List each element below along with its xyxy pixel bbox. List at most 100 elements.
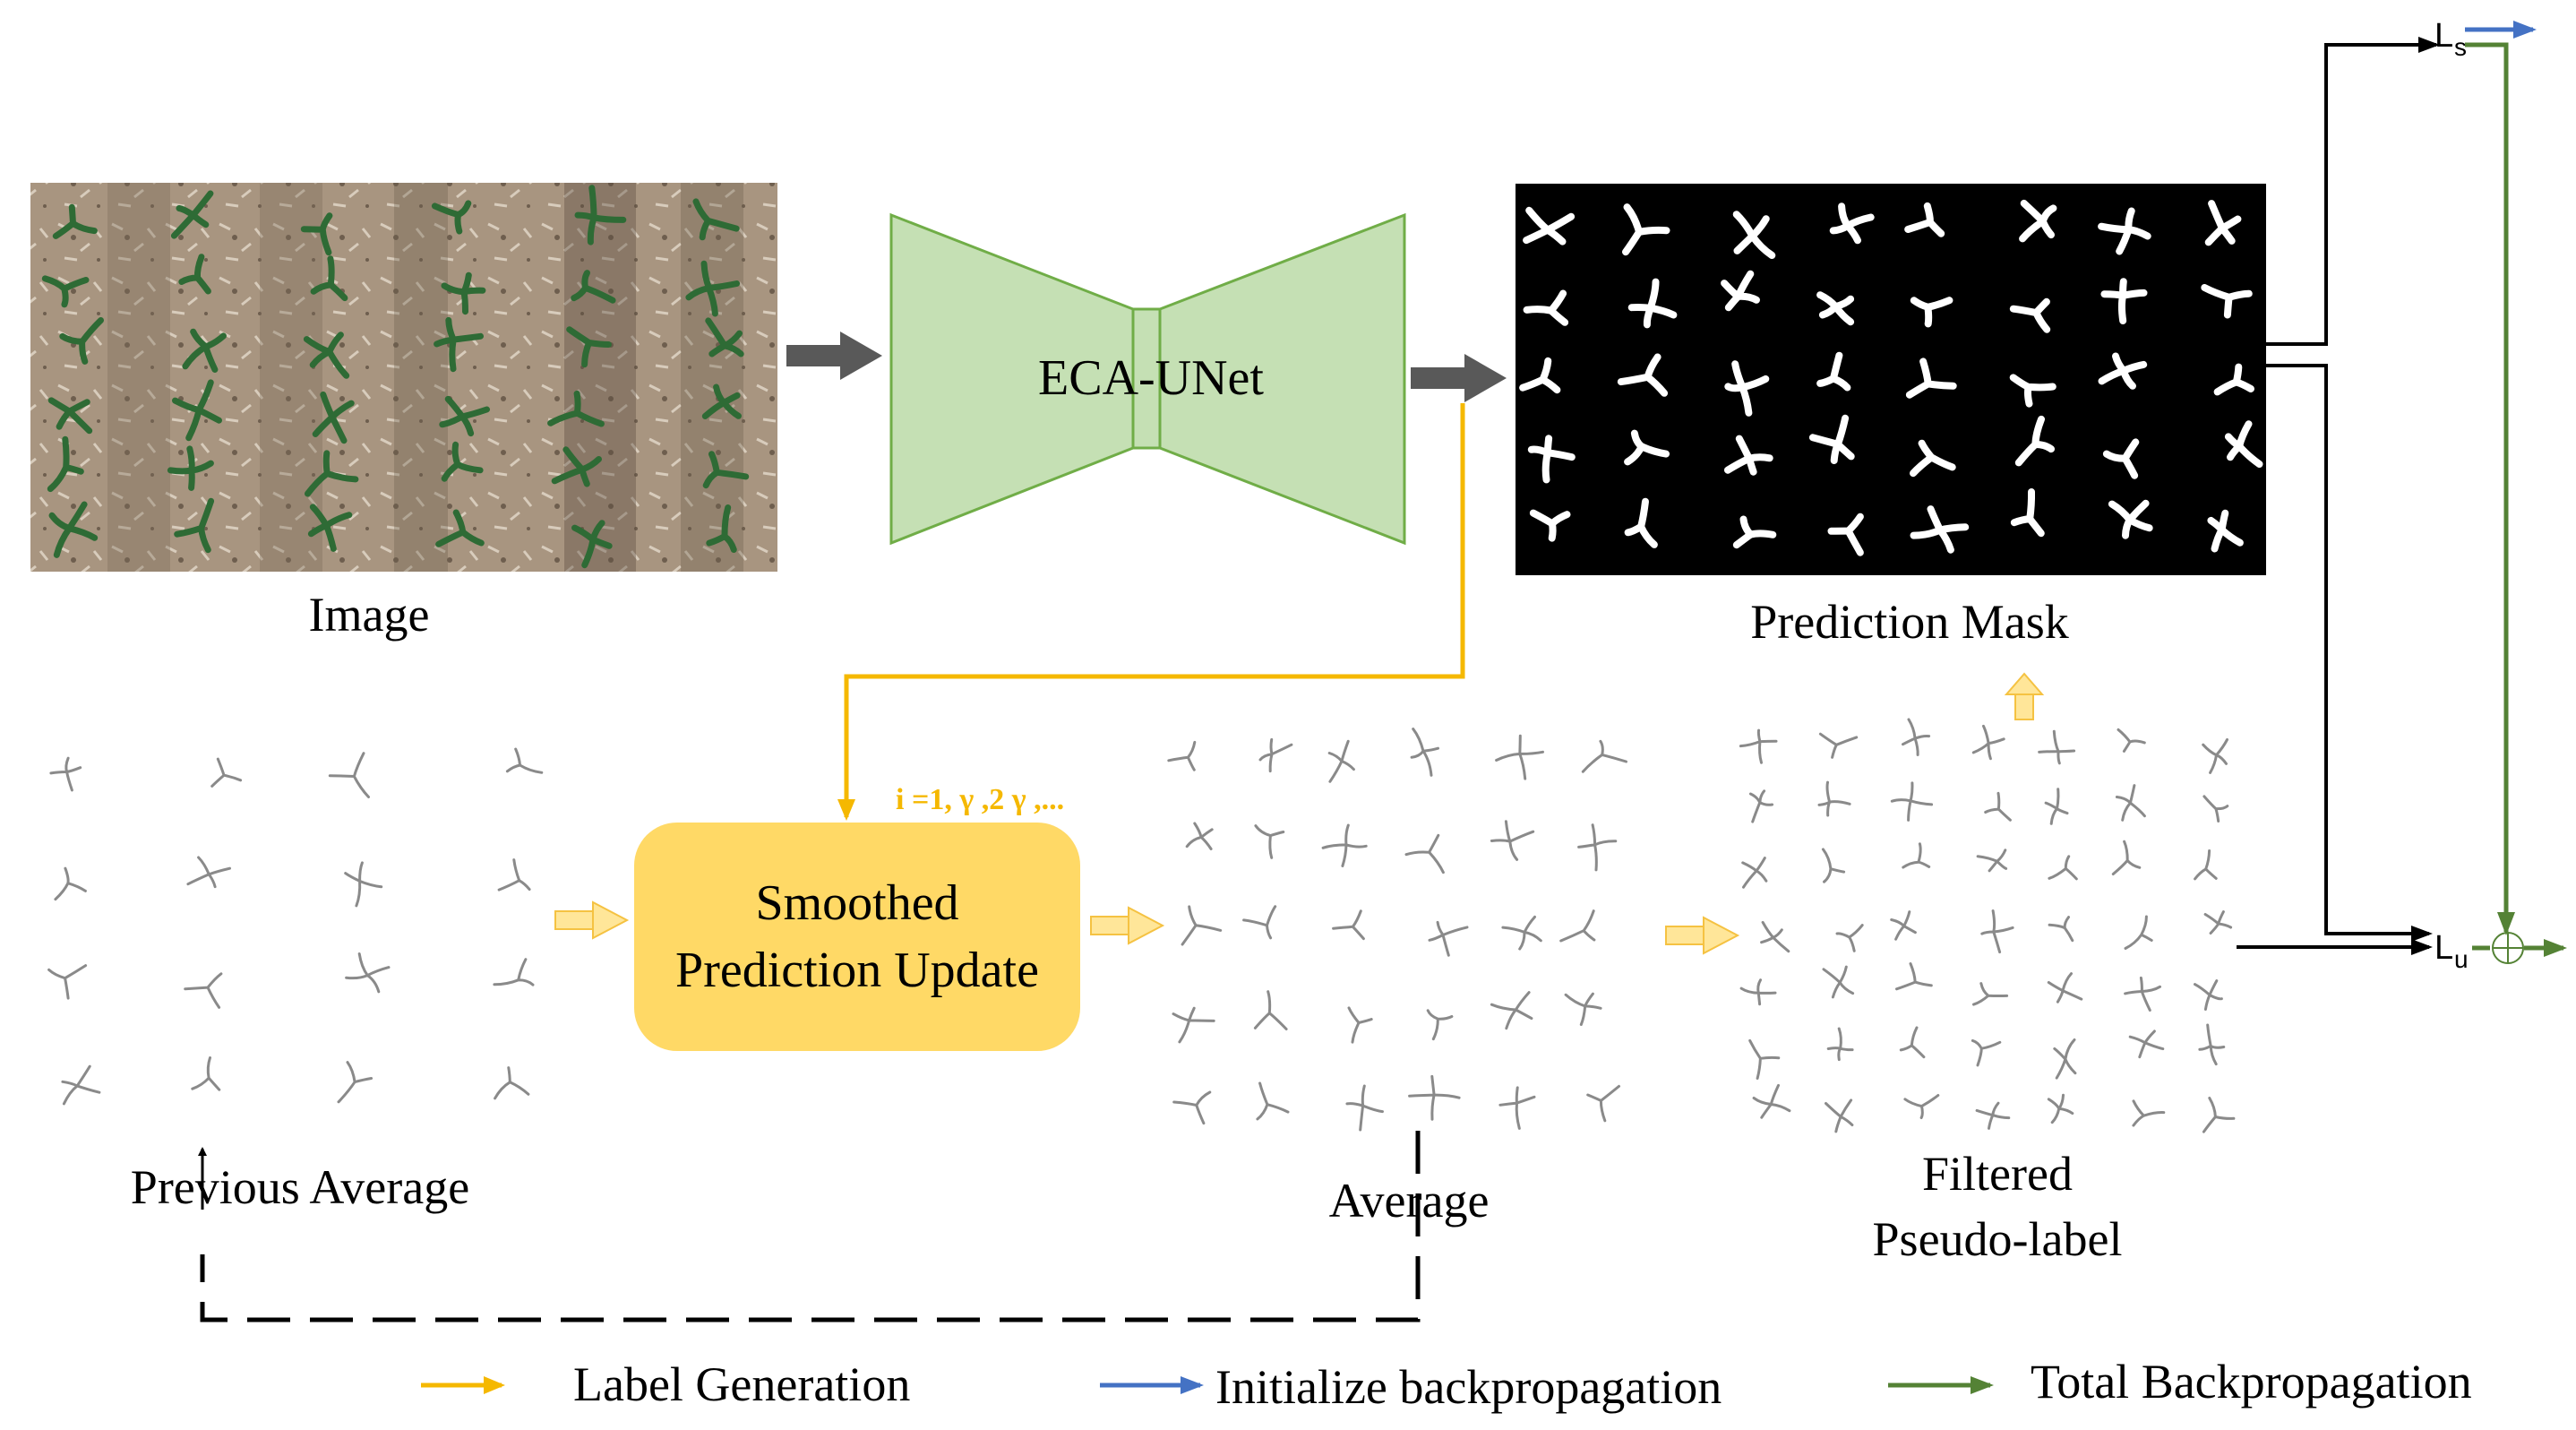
crop-plant-icon (431, 200, 472, 235)
filtered-plant-icon (2202, 1097, 2236, 1133)
average-plant-icon (54, 866, 87, 901)
filtered-plant-icon (2111, 840, 2142, 875)
legend-item-initialize-backprop: Initialize backpropagation (1100, 1360, 1722, 1414)
filtered-plant-icon (2198, 1023, 2226, 1066)
average-plant-icon (184, 972, 223, 1009)
crop-plant-icon (303, 332, 350, 379)
filtered-plant-icon (2202, 795, 2229, 823)
average-plant-icon (1408, 1074, 1461, 1121)
average-plant-icon (1586, 1084, 1620, 1123)
crop-plant-icon (178, 254, 211, 295)
crop-plant-icon (574, 185, 627, 246)
average-plant-icon (1167, 740, 1197, 771)
average-plant-icon (1172, 1006, 1215, 1044)
average-plant-icon (1501, 915, 1542, 951)
filtered-plant-icon (1821, 848, 1846, 883)
filtered-plant-icon (1752, 1083, 1791, 1119)
crop-plant-icon (48, 501, 99, 558)
mask-plant-icon (2009, 374, 2057, 408)
mask-plant-icon (1732, 515, 1777, 549)
arrow-filtered-up (2004, 672, 2045, 720)
svg-text:L: L (2434, 17, 2453, 55)
network-label: ECA-UNet (1038, 350, 1264, 406)
crop-plant-icon (307, 504, 353, 552)
mask-plant-icon (1627, 278, 1678, 329)
crop-plant-icon (305, 450, 359, 497)
loss-supervised: L s (2434, 17, 2467, 61)
legend: Label Generation Initialize backpropagat… (421, 1355, 2472, 1414)
arrow-network-to-mask (1411, 354, 1507, 402)
average-plant-icon (210, 757, 243, 788)
mask-plant-icon (1827, 513, 1864, 556)
filtered-plant-icon (2053, 1038, 2077, 1080)
mask-plant-icon (1910, 439, 1956, 478)
average-plant-icon (1332, 909, 1365, 941)
average-plant-icon (344, 861, 383, 908)
mask-plant-icon (1724, 360, 1770, 417)
average-plant-icon (493, 958, 535, 986)
filtered-plant-icon (1975, 1101, 2011, 1130)
crop-plant-icon (310, 255, 348, 302)
average-plant-icon (497, 858, 531, 892)
average-plant-icon (1577, 823, 1618, 872)
filtered-plant-icon (1895, 962, 1933, 991)
smoothed-line1: Smoothed (755, 875, 958, 931)
mask-plant-icon (1816, 351, 1851, 392)
mask-plant-icon (1529, 509, 1571, 542)
crop-plant-icon (702, 451, 750, 489)
line-mask-to-ls (2266, 37, 2440, 346)
filtered-plant-icon (1835, 924, 1864, 952)
filtered-plant-icon (1971, 1038, 2002, 1067)
mask-plant-icon (1910, 505, 1970, 554)
filtered-plant-icon (1748, 1038, 1781, 1080)
average-plant-icon (1172, 1090, 1212, 1125)
average-label: Average (1329, 1174, 1490, 1228)
average-plant-icon (1256, 1081, 1290, 1121)
filtered-plant-icon (1760, 920, 1790, 953)
crop-plant-icon (435, 509, 485, 547)
crop-plant-icon (174, 497, 215, 554)
crop-plant-icon (571, 520, 613, 569)
average-plant-icon (1181, 905, 1223, 946)
mask-plant-icon (1523, 206, 1576, 246)
crop-plant-icon (547, 390, 605, 427)
average-plant-icon (494, 1066, 530, 1100)
filtered-plant-icon (1739, 978, 1777, 1006)
average-plant-icon (1559, 909, 1596, 943)
svg-text:Label Generation: Label Generation (573, 1357, 910, 1411)
filtered-label-line1: Filtered (1922, 1147, 2073, 1201)
average-plant-icon (328, 752, 370, 798)
filtered-plant-icon (2124, 915, 2153, 950)
mask-plant-icon (1527, 435, 1576, 484)
mask-plant-icon (1519, 357, 1561, 394)
filtered-plant-icon (1902, 842, 1931, 869)
filtered-plant-icon (1741, 857, 1768, 889)
crop-plant-icon (441, 441, 484, 482)
eca-unet-network: ECA-UNet (889, 212, 1406, 546)
mask-plant-icon (1910, 297, 1953, 328)
crop-plant-icon (439, 395, 490, 437)
average-plant-icon (1428, 920, 1469, 957)
mask-plant-icon (2201, 284, 2253, 319)
filtered-plant-icon (1980, 909, 2014, 954)
filtered-plant-icon (1818, 732, 1859, 759)
filtered-plant-icon (2047, 972, 2083, 1004)
mask-plant-icon (2108, 499, 2153, 539)
filtered-plant-icon (1825, 1098, 1854, 1133)
crop-plant-icon (47, 435, 84, 493)
filtered-label-line2: Pseudo-label (1873, 1212, 2123, 1266)
average-plant-icon (186, 856, 231, 889)
filtered-plant-icon (1817, 780, 1851, 817)
svg-text:Total Backpropagation: Total Backpropagation (2031, 1355, 2472, 1408)
filtered-plant-icon (1972, 982, 2009, 1006)
crop-plant-icon (692, 198, 740, 241)
average-plant-icon (1347, 1006, 1373, 1044)
filtered-plant-icon (1903, 1094, 1940, 1119)
line-mask-to-lu (2266, 364, 2433, 942)
crop-plant-icon (182, 328, 227, 373)
average-plant-icon (337, 1061, 374, 1104)
filtered-plant-icon (1826, 1027, 1854, 1062)
average-plant-icon (1410, 728, 1439, 777)
average-plant-icon (1426, 1009, 1454, 1041)
